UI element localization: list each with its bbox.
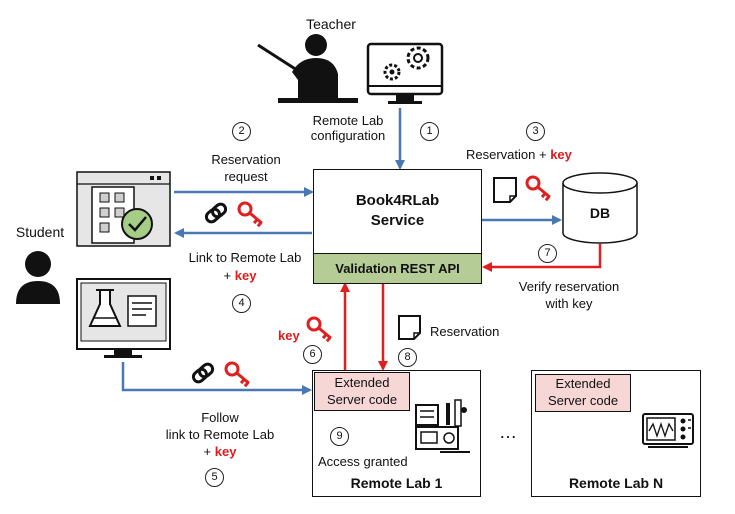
db-label: DB (589, 205, 611, 221)
lab-n-ext-server-box (535, 374, 631, 412)
step-3-label: Reservation + key (466, 147, 572, 162)
step-8-number: 8 (398, 348, 417, 367)
teacher-label: Teacher (306, 16, 356, 32)
lab-1-ext-server-box (314, 372, 410, 411)
step-9-number: 9 (330, 427, 349, 446)
step-5-number: 5 (205, 468, 224, 487)
step-3-text: Reservation + (466, 147, 551, 162)
step-4-number: 4 (232, 294, 251, 313)
step-6-number: 6 (303, 345, 322, 364)
arrow-step-5 (121, 362, 312, 395)
lab-1-ext-line2: Server code (326, 392, 398, 407)
step-2-label-line2: request (224, 169, 268, 184)
lab-n-ext-line1: Extended (555, 376, 611, 391)
validation-api-box (313, 253, 482, 284)
step-7-label-line2: with key (545, 296, 593, 311)
service-title-line2: Service (370, 212, 425, 229)
ellipsis: … (499, 422, 517, 442)
remote-lab-1-name: Remote Lab 1 (350, 475, 443, 491)
step-3-number: 3 (526, 122, 545, 141)
step-4-plus: + (223, 268, 235, 283)
step-4-label-line1: Link to Remote Lab (188, 250, 302, 265)
step-4-label-line2: + key (210, 268, 270, 283)
lab-1-ext-line1: Extended (334, 375, 390, 390)
step-2-label-line1: Reservation (211, 152, 281, 167)
step-5-label-line2: link to Remote Lab (165, 427, 275, 442)
step-1-label-line2: configuration (310, 128, 386, 143)
validation-api-label: Validation REST API (335, 261, 460, 276)
step-5-plus: + (203, 444, 215, 459)
lab-n-ext-line2: Server code (547, 393, 619, 408)
remote-lab-n-name: Remote Lab N (568, 475, 664, 491)
step-7-label-line1: Verify reservation (518, 279, 620, 294)
step-3-key-text: key (550, 147, 572, 162)
step-5-label-line3: + key (190, 444, 250, 459)
student-label: Student (15, 224, 65, 240)
step-7-number: 7 (538, 244, 557, 263)
step-1-label-line1: Remote Lab (312, 113, 384, 128)
step-4-key-text: key (234, 268, 257, 283)
arrow-step-7 (482, 244, 602, 272)
step-6-key-text: key (278, 328, 300, 343)
step-9-label: Access granted (318, 454, 408, 469)
service-title-line1: Book4RLab (355, 192, 440, 209)
step-5-label-line1: Follow (201, 410, 239, 425)
step-1-number: 1 (420, 122, 439, 141)
step-8-label: Reservation (430, 324, 500, 339)
step-5-key-text: key (214, 444, 237, 459)
step-2-number: 2 (232, 122, 251, 141)
